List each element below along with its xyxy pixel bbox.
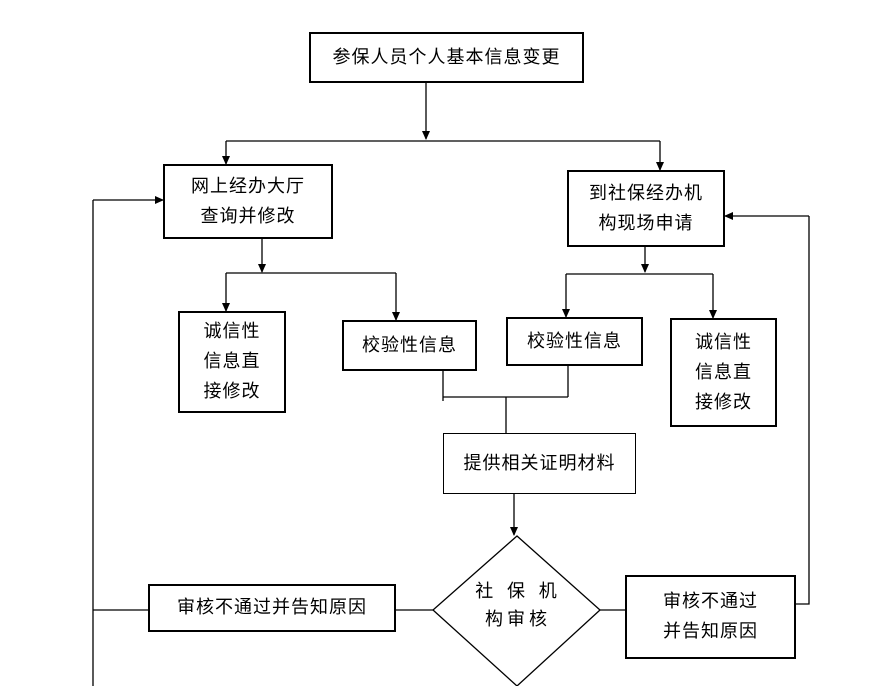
credit-edit-right-box: 诚信性 信息直 接修改 bbox=[670, 318, 777, 427]
onsite-apply-box: 到社保经办机 构现场申请 bbox=[567, 170, 725, 247]
credit-edit-left-label: 诚信性 信息直 接修改 bbox=[203, 321, 261, 402]
online-hall-box: 网上经办大厅 查询并修改 bbox=[163, 164, 333, 239]
reject-left-label: 审核不通过并告知原因 bbox=[177, 597, 367, 618]
verify-left-label: 校验性信息 bbox=[362, 334, 457, 356]
reject-right-box: 审核不通过 并告知原因 bbox=[625, 575, 796, 659]
start-label: 参保人员个人基本信息变更 bbox=[332, 46, 561, 68]
provide-proof-box: 提供相关证明材料 bbox=[443, 433, 636, 494]
review-label: 社 保 机 构审核 bbox=[475, 581, 561, 630]
reject-right-label: 审核不通过 并告知原因 bbox=[663, 591, 758, 642]
verify-left-box: 校验性信息 bbox=[342, 320, 477, 371]
review-diamond bbox=[432, 535, 601, 686]
reject-left-box: 审核不通过并告知原因 bbox=[148, 584, 396, 632]
onsite-apply-label: 到社保经办机 构现场申请 bbox=[589, 182, 703, 234]
online-hall-label: 网上经办大厅 查询并修改 bbox=[191, 175, 305, 227]
start-box: 参保人员个人基本信息变更 bbox=[309, 32, 584, 83]
connector-right-loop bbox=[796, 216, 810, 605]
verify-right-box: 校验性信息 bbox=[506, 317, 643, 366]
verify-right-label: 校验性信息 bbox=[527, 330, 622, 352]
credit-edit-left-box: 诚信性 信息直 接修改 bbox=[178, 311, 286, 413]
credit-edit-right-label: 诚信性 信息直 接修改 bbox=[695, 331, 752, 413]
provide-proof-label: 提供相关证明材料 bbox=[463, 452, 616, 474]
